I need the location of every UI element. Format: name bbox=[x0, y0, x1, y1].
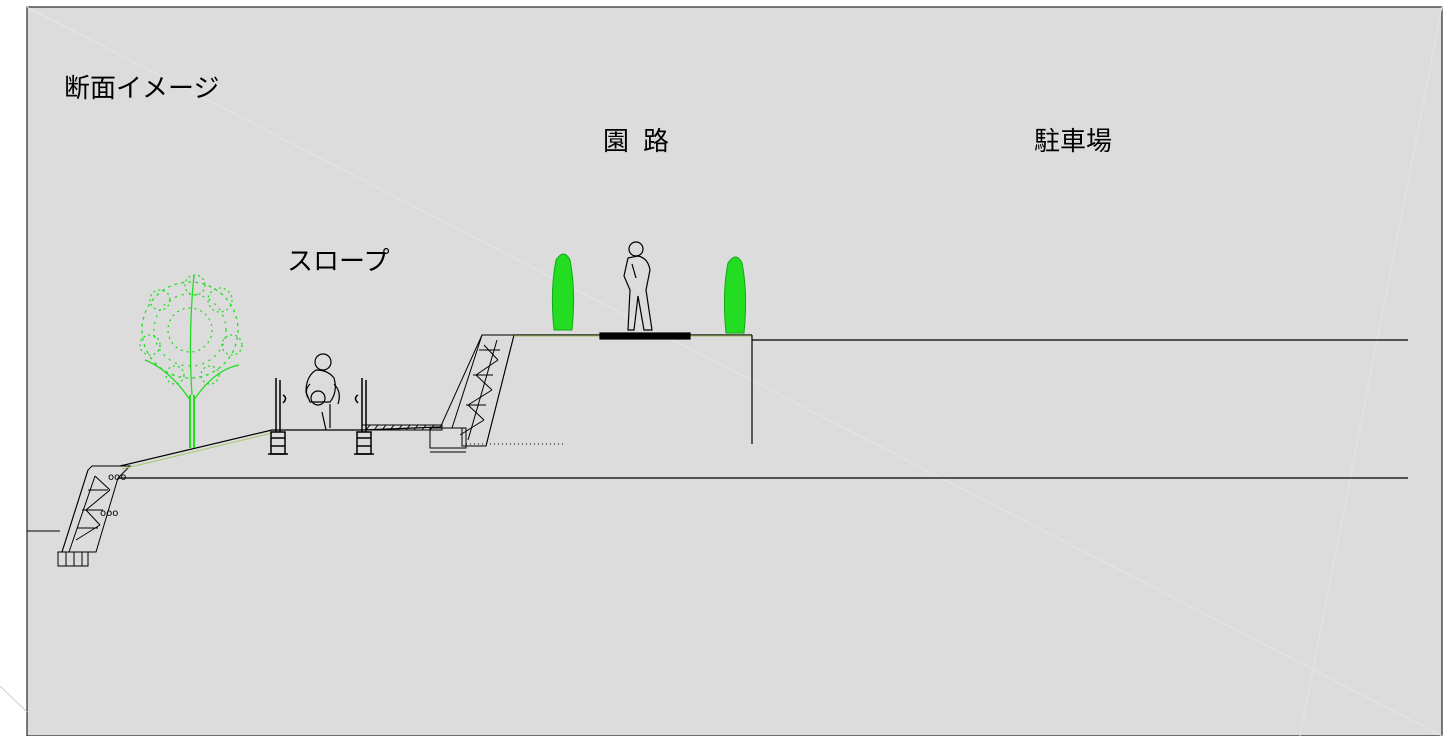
park-path bbox=[514, 332, 753, 444]
hedge-left bbox=[551, 253, 575, 331]
svg-text:ooo: ooo bbox=[108, 472, 126, 483]
outside-arc bbox=[0, 685, 28, 713]
drawing-title: 断面イメージ bbox=[64, 74, 220, 104]
tree bbox=[139, 274, 243, 448]
construction-line bbox=[1299, 6, 1443, 736]
hedge-right bbox=[723, 256, 747, 334]
parking-label: 駐車場 bbox=[1034, 127, 1113, 157]
svg-text:ooo: ooo bbox=[100, 508, 118, 519]
handrail-left bbox=[268, 378, 288, 455]
wheelchair-user-figure bbox=[305, 353, 340, 431]
slope-label: スロープ bbox=[287, 247, 390, 277]
park-path-label: 園路 bbox=[603, 127, 684, 157]
handrail-right bbox=[354, 378, 374, 455]
middle-retaining-wall bbox=[429, 334, 566, 453]
construction-line bbox=[26, 6, 1443, 736]
left-retaining-wall: ooo ooo bbox=[57, 465, 132, 567]
walking-person-figure bbox=[623, 241, 653, 331]
